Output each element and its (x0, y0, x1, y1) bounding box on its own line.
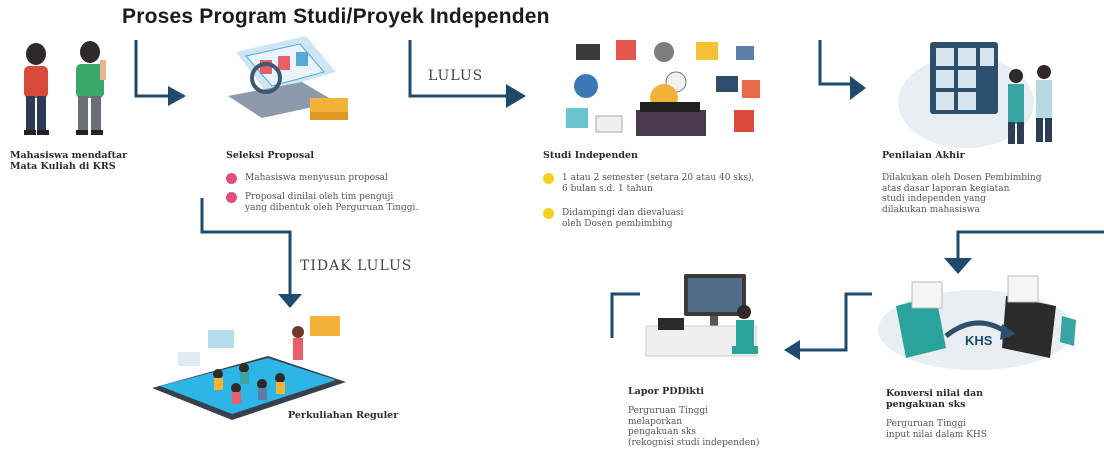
arrow-right-icon (168, 86, 186, 106)
report-desc: Perguruan Tinggi melaporkan pengakuan sk… (628, 406, 760, 448)
pass-label: LULUS (428, 68, 484, 84)
selection-title: Seleksi Proposal (226, 150, 314, 161)
bullet-icon (543, 173, 554, 184)
study-block: Studi Independen 1 atau 2 semester (seta… (543, 150, 843, 237)
report-block: Lapor PDDikti Perguruan Tinggi melaporka… (628, 386, 828, 448)
proposal-illustration (228, 36, 348, 120)
list-item: Mahasiswa menyusun proposal (226, 173, 516, 184)
khs-label: KHS (965, 333, 993, 348)
arrow-down-icon (944, 258, 972, 274)
list-item: Didampingi dan dievaluasi oleh Dosen pem… (543, 208, 843, 229)
page-title: Proses Program Studi/Proyek Independen (122, 5, 550, 28)
report-illustration (645, 274, 758, 357)
bullet-icon (226, 173, 237, 184)
conversion-title: Konversi nilai dan pengakuan sks (886, 388, 984, 410)
selection-block: Seleksi Proposal Mahasiswa menyusun prop… (226, 150, 516, 221)
fail-label: TIDAK LULUS (300, 258, 413, 274)
conversion-desc: Perguruan Tinggi input nilai dalam KHS (886, 419, 987, 440)
list-item: 1 atau 2 semester (setara 20 atau 40 sks… (543, 173, 843, 194)
regular-title: Perkuliahan Reguler (288, 410, 399, 421)
report-title: Lapor PDDikti (628, 386, 704, 397)
regular-class-illustration (152, 316, 346, 420)
bullet-icon (226, 192, 237, 203)
students-illustration (24, 41, 106, 135)
arrow-right-icon (506, 84, 526, 108)
khs-conversion-illustration (878, 275, 1076, 370)
assessment-desc: Dilakukan oleh Dosen Pembimbing atas das… (882, 173, 1042, 215)
list-item: Proposal dinilai oleh tim penguji yang d… (226, 192, 516, 213)
arrow-down-icon (278, 294, 302, 308)
arrow-right-icon (850, 76, 866, 100)
conversion-block: Konversi nilai dan pengakuan sks Perguru… (886, 388, 1086, 440)
assessment-illustration (898, 42, 1052, 148)
bullet-icon (543, 208, 554, 219)
assessment-block: Penilaian Akhir Dilakukan oleh Dosen Pem… (882, 150, 1097, 215)
study-title: Studi Independen (543, 150, 638, 161)
arrow-left-icon (784, 340, 800, 360)
register-title: Mahasiswa mendaftar Mata Kuliah di KRS (10, 150, 128, 172)
independent-study-illustration (566, 40, 760, 136)
assessment-title: Penilaian Akhir (882, 150, 965, 161)
